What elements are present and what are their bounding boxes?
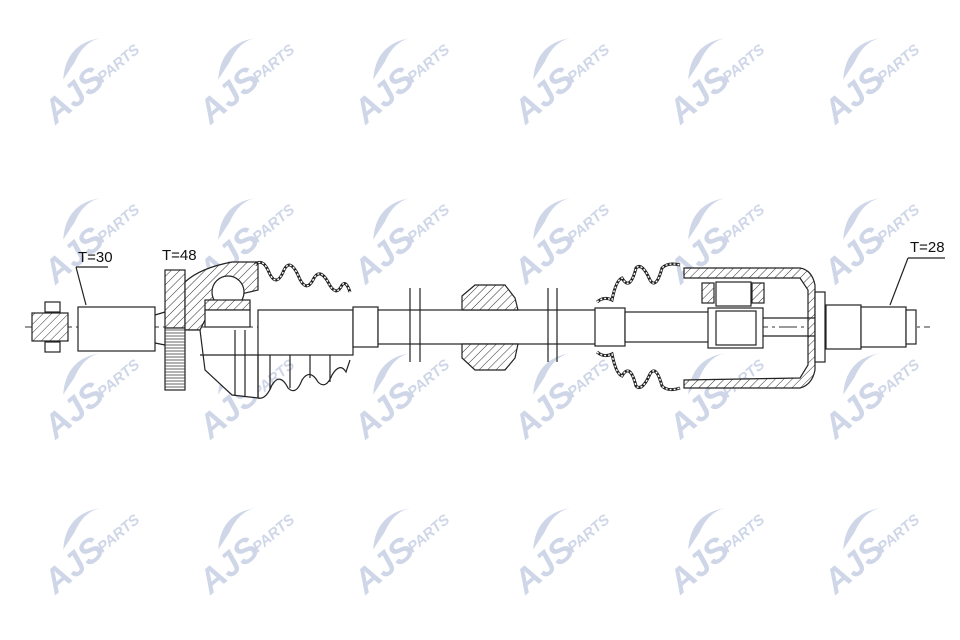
svg-text:PARTS: PARTS	[249, 511, 298, 556]
left-stub	[31, 301, 166, 353]
svg-text:PARTS: PARTS	[719, 201, 768, 246]
svg-text:PARTS: PARTS	[249, 201, 298, 246]
svg-text:PARTS: PARTS	[404, 511, 453, 556]
svg-text:PARTS: PARTS	[249, 41, 298, 86]
label-t30: T=30	[75, 249, 113, 306]
label-text: T=28	[910, 239, 945, 256]
svg-text:PARTS: PARTS	[874, 356, 923, 401]
svg-text:PARTS: PARTS	[404, 201, 453, 246]
svg-text:PARTS: PARTS	[94, 201, 143, 246]
shaft	[352, 284, 601, 371]
inner-tripod-joint	[683, 267, 816, 389]
svg-text:PARTS: PARTS	[564, 201, 613, 246]
label-t28: T=28	[889, 239, 945, 306]
svg-text:PARTS: PARTS	[564, 356, 613, 401]
svg-text:PARTS: PARTS	[874, 41, 923, 86]
svg-text:PARTS: PARTS	[404, 356, 453, 401]
label-text: T=48	[162, 247, 197, 264]
right-stub	[814, 291, 917, 363]
svg-text:PARTS: PARTS	[874, 511, 923, 556]
svg-text:PARTS: PARTS	[94, 511, 143, 556]
svg-text:PARTS: PARTS	[404, 41, 453, 86]
svg-text:PARTS: PARTS	[94, 41, 143, 86]
svg-text:PARTS: PARTS	[564, 511, 613, 556]
svg-text:PARTS: PARTS	[719, 41, 768, 86]
label-text: T=30	[78, 249, 113, 266]
svg-text:PARTS: PARTS	[719, 511, 768, 556]
left-boot	[253, 260, 354, 399]
svg-text:PARTS: PARTS	[564, 41, 613, 86]
outer-cv-joint	[164, 261, 259, 399]
right-boot	[594, 262, 716, 392]
svg-text:PARTS: PARTS	[94, 356, 143, 401]
label-t48: T=48	[162, 247, 197, 264]
